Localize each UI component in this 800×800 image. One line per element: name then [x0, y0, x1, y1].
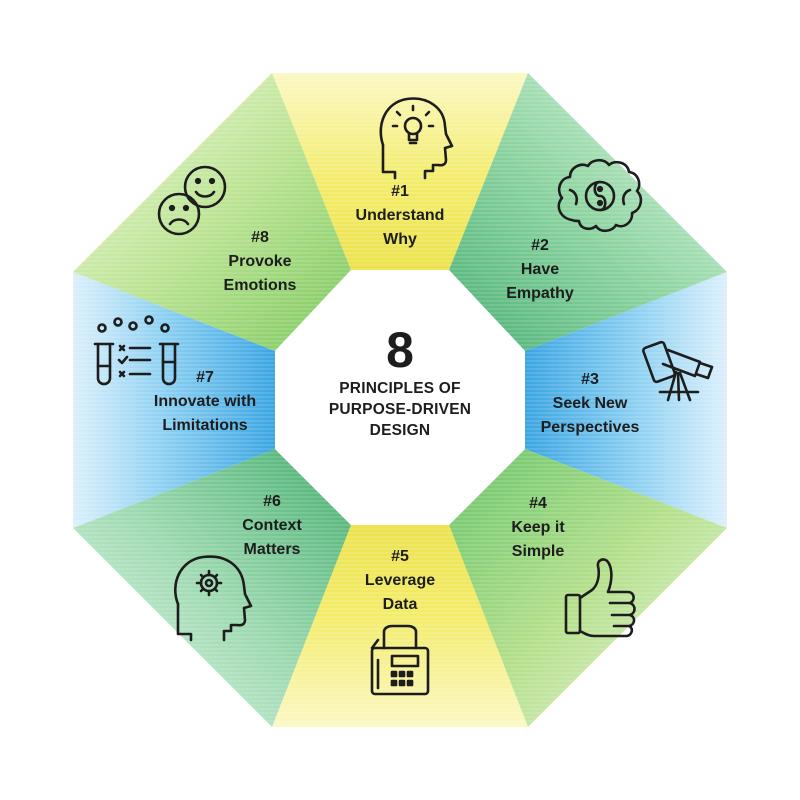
principle-8-label: #8 Provoke Emotions: [200, 226, 320, 298]
center-title: PRINCIPLES OF PURPOSE-DRIVEN DESIGN: [300, 378, 500, 441]
principle-number: #3: [581, 371, 599, 388]
principle-number: #6: [263, 493, 281, 510]
principle-number: #5: [391, 548, 409, 565]
principle-title-line: Innovate with: [153, 393, 257, 410]
principle-number: #4: [529, 495, 547, 512]
principle-title-line: Have: [520, 261, 560, 278]
principle-5-label: #5 Leverage Data: [340, 545, 460, 617]
telescope-icon: [642, 340, 714, 402]
brain-yin-yang-icon: [557, 158, 643, 233]
center-number: 8: [386, 322, 414, 378]
principle-title-line: Understand: [355, 207, 445, 224]
test-tubes-checklist-icon: [93, 315, 180, 386]
head-lightbulb-icon: [379, 97, 454, 180]
segment-7-innovate-with-limitations: [73, 272, 275, 528]
principle-title-line: Keep it: [511, 519, 565, 536]
principle-title-line: Context: [242, 517, 302, 534]
segment-6-context-matters: [73, 449, 351, 727]
segment-3-seek-new-perspectives: [525, 272, 727, 528]
principle-title-line: Why: [383, 231, 417, 248]
fax-machine-icon: [370, 624, 430, 696]
principle-6-label: #6 Context Matters: [212, 490, 332, 562]
center-title-line: DESIGN: [369, 422, 431, 439]
center-title-line: PURPOSE-DRIVEN: [328, 401, 472, 418]
principle-title-line: Perspectives: [540, 419, 640, 436]
principle-number: #7: [196, 369, 214, 386]
principle-title-line: Emotions: [223, 277, 297, 294]
principle-title-line: Provoke: [228, 253, 292, 270]
segment-2-have-empathy: [449, 73, 727, 351]
principle-title-line: Empathy: [506, 285, 574, 302]
principle-2-label: #2 Have Empathy: [480, 234, 600, 306]
principle-title-line: Matters: [243, 541, 301, 558]
principle-number: #1: [391, 183, 409, 200]
principle-title-line: Limitations: [162, 417, 248, 434]
happy-sad-faces-icon: [157, 165, 227, 236]
principle-title-line: Data: [382, 596, 418, 613]
principle-3-label: #3 Seek New Perspectives: [520, 368, 660, 440]
head-gear-icon: [173, 555, 253, 642]
segment-8-provoke-emotions: [73, 73, 351, 351]
principle-number: #8: [251, 229, 269, 246]
segment-1-understand-why: [272, 73, 528, 270]
principle-title-line: Seek New: [552, 395, 628, 412]
center-title-line: PRINCIPLES OF: [339, 380, 461, 397]
principle-1-label: #1 Understand Why: [340, 180, 460, 252]
center-octagon: [275, 270, 525, 525]
principle-number: #2: [531, 237, 549, 254]
principle-title-line: Simple: [511, 543, 565, 560]
principle-title-line: Leverage: [364, 572, 436, 589]
segment-4-keep-it-simple: [449, 449, 727, 727]
thumbs-up-icon: [564, 558, 636, 638]
principle-7-label: #7 Innovate with Limitations: [130, 366, 280, 438]
principle-4-label: #4 Keep it Simple: [478, 492, 598, 564]
